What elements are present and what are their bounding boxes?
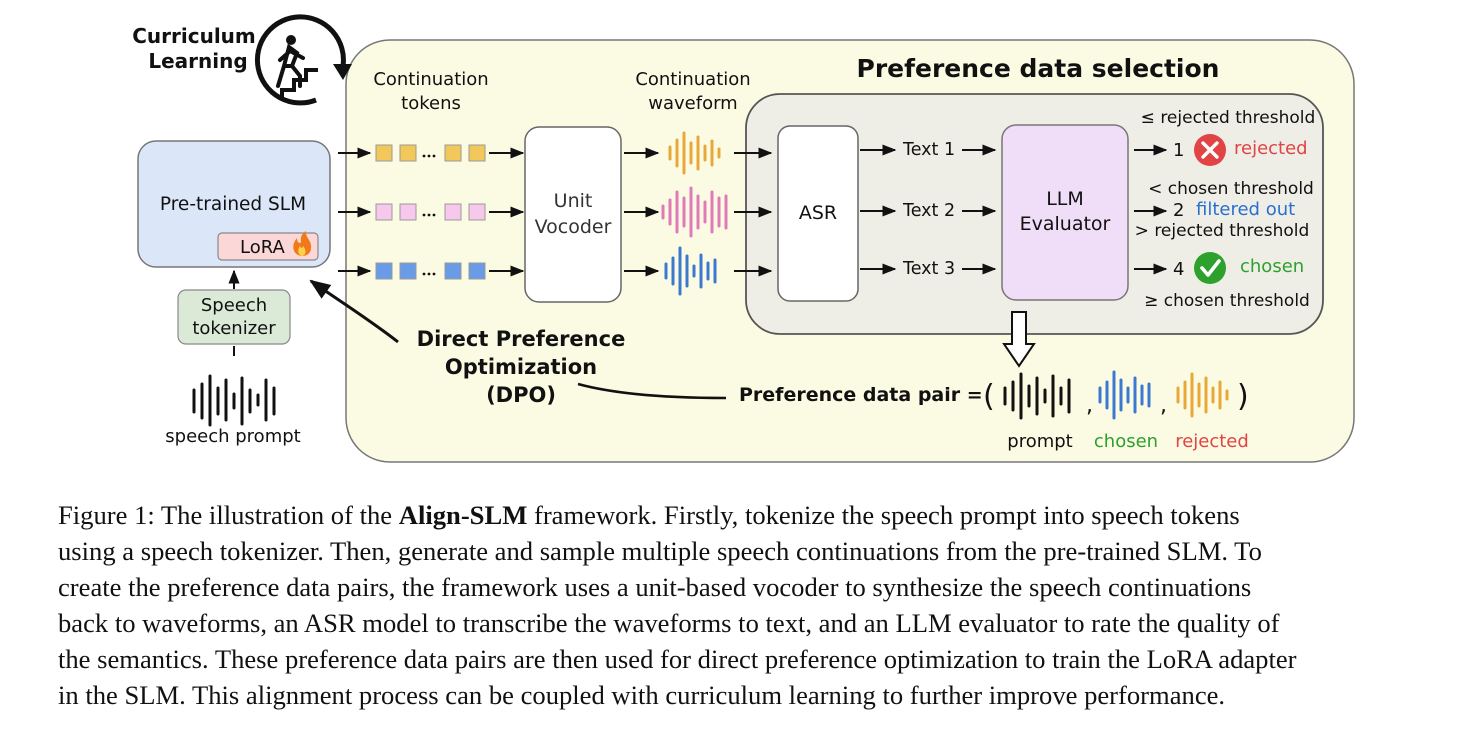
speech-prompt-label: speech prompt (165, 426, 300, 447)
pair-chosen-label: chosen (1094, 431, 1158, 452)
unit-vocoder-label-line1: Unit (554, 190, 593, 212)
text-3-label: Text 3 (902, 259, 955, 279)
llm-evaluator-label-line1: LLM (1046, 188, 1084, 210)
threshold-gt-rejected: > rejected threshold (1135, 221, 1310, 241)
token-ellipsis (422, 154, 436, 276)
continuation-tokens-label-line2: tokens (401, 93, 461, 114)
speech-tokenizer-label-line2: tokenizer (192, 318, 276, 339)
pair-comma-2: , (1160, 393, 1167, 418)
pretrained-slm-label: Pre-trained SLM (160, 194, 306, 215)
unit-vocoder-box (524, 126, 622, 303)
pair-rejected-waveform (1176, 372, 1229, 418)
asr-label: ASR (799, 202, 837, 224)
outcome-chosen: chosen (1240, 256, 1304, 277)
caption-framework-name: Align-SLM (398, 500, 528, 530)
caption-line-3: create the preference data pairs, the fr… (58, 572, 1252, 602)
caption-line-6: in the SLM. This alignment process can b… (58, 680, 1226, 710)
token-row-blue (375, 262, 486, 280)
pair-rejected-label: rejected (1175, 431, 1249, 452)
token-row-yellow (375, 144, 486, 162)
threshold-ge-chosen: ≥ chosen threshold (1144, 291, 1310, 311)
continuation-waveform-label-line1: Continuation (635, 69, 750, 90)
caption-line-1-start: Figure 1: The illustration of the (58, 500, 399, 530)
framework-diagram: Preference data selection Curriculum Lea… (132, 14, 1355, 463)
asr-box (777, 125, 859, 302)
caption-line-1-end: framework. Firstly, tokenize the speech … (527, 500, 1240, 530)
waveform-pink (661, 186, 728, 238)
pair-open-paren: ( (983, 379, 995, 414)
text-2-label: Text 2 (902, 201, 955, 221)
continuation-waveform-label-line2: waveform (648, 93, 737, 114)
pair-prompt-waveform (1003, 372, 1071, 420)
continuation-tokens-label-line1: Continuation (373, 69, 488, 90)
caption-line-5: the semantics. These preference data pai… (58, 644, 1297, 674)
speech-tokenizer-box (177, 289, 291, 345)
text-1-label: Text 1 (902, 140, 955, 160)
llm-evaluator-box (1001, 124, 1129, 301)
score-1: 1 (1173, 140, 1184, 161)
pair-prompt-label: prompt (1007, 431, 1072, 452)
waveform-yellow (668, 131, 721, 175)
dpo-to-slm-arrow (309, 279, 399, 344)
outcome-filtered-out: filtered out (1196, 199, 1295, 220)
curriculum-label-line1: Curriculum (132, 24, 256, 48)
score-4: 4 (1173, 259, 1184, 280)
chosen-check-icon (1194, 252, 1226, 284)
selection-to-pair-arrow (1002, 311, 1036, 368)
dpo-label-line2: Optimization (445, 355, 597, 379)
score-2: 2 (1173, 200, 1184, 221)
pair-to-dpo-line (577, 382, 727, 400)
caption-line-1: Figure 1: The illustration of the Align-… (58, 497, 1418, 533)
pair-comma-1: , (1086, 393, 1093, 418)
rejected-x-icon (1194, 134, 1226, 166)
caption-line-2: using a speech tokenizer. Then, generate… (58, 536, 1262, 566)
fire-icon (293, 231, 312, 256)
curriculum-label-line2: Learning (148, 49, 247, 73)
unit-vocoder-label-line2: Vocoder (535, 216, 612, 238)
pair-close-paren: ) (1237, 379, 1249, 414)
preference-title: Preference data selection (857, 54, 1220, 83)
lora-label: LoRA (240, 237, 286, 258)
lora-adapter-box (217, 232, 319, 261)
dpo-label-line3: (DPO) (486, 383, 556, 407)
caption-line-4: back to waveforms, an ASR model to trans… (58, 608, 1280, 638)
figure-caption: Figure 1: The illustration of the Align-… (58, 497, 1418, 713)
dpo-label-line1: Direct Preference (417, 327, 626, 351)
waveform-blue (664, 246, 717, 296)
pair-chosen-waveform (1098, 370, 1151, 420)
token-row-pink (375, 203, 486, 221)
speech-prompt-waveform (192, 374, 276, 427)
outcome-rejected: rejected (1234, 138, 1308, 159)
speech-tokenizer-label-line1: Speech (201, 295, 267, 316)
pair-label: Preference data pair = (739, 384, 983, 406)
llm-evaluator-label-line2: Evaluator (1020, 213, 1111, 235)
curriculum-stairs-icon (254, 14, 352, 106)
threshold-lt-chosen: < chosen threshold (1148, 179, 1314, 199)
threshold-le-rejected: ≤ rejected threshold (1141, 108, 1316, 128)
